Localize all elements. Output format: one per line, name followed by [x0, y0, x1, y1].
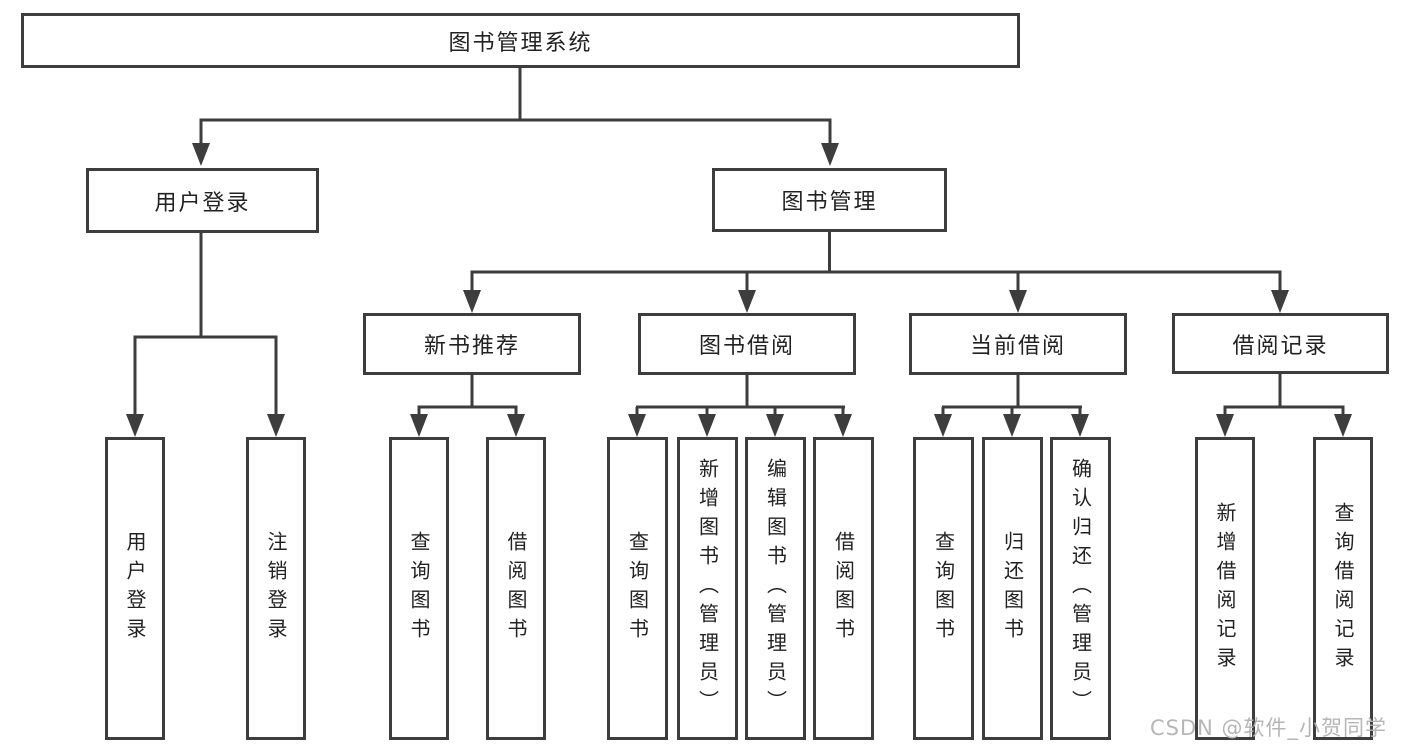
leaf-query-books-borrowing: 查询图书	[607, 437, 668, 740]
leaf-query-borrow-record: 查询借阅记录	[1313, 437, 1373, 740]
node-book-management: 图书管理	[712, 168, 947, 232]
leaf-edit-book-admin: 编辑图书（管理员）	[745, 437, 806, 740]
node-book-borrowing: 图书借阅	[638, 313, 856, 375]
connector-borrowing-records-group	[1216, 374, 1352, 437]
node-borrowing-records: 借阅记录	[1172, 313, 1389, 374]
leaf-query-books-recommend: 查询图书	[389, 437, 449, 740]
leaf-add-book-admin: 新增图书（管理员）	[677, 437, 738, 740]
node-user-login: 用户登录	[86, 168, 319, 233]
connector-book-borrowing-group	[628, 375, 852, 437]
node-new-book-recommend: 新书推荐	[363, 313, 581, 375]
connector-book-management-to-level3	[463, 232, 1289, 313]
node-current-borrowing: 当前借阅	[909, 313, 1127, 375]
connector-user-login-group	[126, 233, 285, 437]
connector-new-book-recommend-group	[410, 375, 525, 437]
leaf-user-login: 用户登录	[105, 437, 165, 740]
node-library-management-system: 图书管理系统	[21, 13, 1020, 68]
leaf-confirm-return-admin: 确认归还（管理员）	[1050, 437, 1111, 740]
csdn-watermark: CSDN @软件_小贺同学	[1150, 716, 1388, 740]
connector-root-to-level2	[192, 68, 839, 166]
connector-current-borrowing-group	[934, 375, 1089, 437]
leaf-borrow-books-recommend: 借阅图书	[486, 437, 546, 740]
leaf-borrow-books-borrowing: 借阅图书	[813, 437, 874, 740]
leaf-return-books: 归还图书	[982, 437, 1043, 740]
leaf-add-borrow-record: 新增借阅记录	[1195, 437, 1255, 740]
leaf-logout: 注销登录	[246, 437, 306, 740]
leaf-query-books-current: 查询图书	[913, 437, 974, 740]
